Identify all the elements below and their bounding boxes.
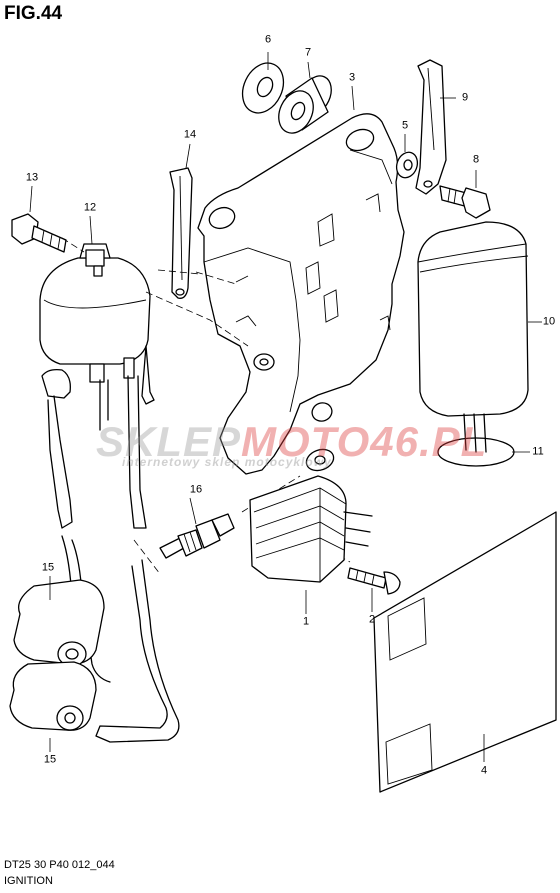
part-9-clamp bbox=[415, 59, 447, 195]
part-5-washer bbox=[395, 151, 419, 179]
part-2-screw bbox=[347, 567, 401, 595]
figure-code: DT25 30 P40 012_044 bbox=[4, 859, 115, 871]
callout-1: 1 bbox=[302, 615, 310, 628]
part-6-washer bbox=[241, 62, 285, 114]
callout-15-upper: 15 bbox=[41, 561, 55, 574]
figure-title: FIG.44 bbox=[4, 3, 63, 24]
part-13-bolt bbox=[11, 213, 67, 253]
callout-10: 10 bbox=[542, 315, 556, 328]
callout-15-lower: 15 bbox=[43, 753, 57, 766]
callout-13: 13 bbox=[25, 171, 39, 184]
part-3-bracket bbox=[197, 113, 405, 475]
part-4-sheet bbox=[373, 511, 557, 793]
callout-6: 6 bbox=[264, 33, 272, 46]
figure-name: IGNITION bbox=[4, 875, 53, 887]
watermark-tagline: internetowy sklep motocyklowy bbox=[122, 455, 332, 469]
callout-2: 2 bbox=[368, 613, 376, 626]
callout-16: 16 bbox=[189, 483, 203, 496]
callout-14: 14 bbox=[183, 128, 197, 141]
part-16-spark-plug bbox=[159, 513, 235, 559]
part-7-grommet bbox=[278, 75, 332, 134]
watermark-part2: MOTO46.PL bbox=[241, 418, 488, 465]
callout-5: 5 bbox=[401, 119, 409, 132]
callout-4: 4 bbox=[480, 764, 488, 777]
part-15-caps bbox=[9, 535, 180, 743]
callout-7: 7 bbox=[304, 46, 312, 59]
watermark-part1: SKLEP bbox=[96, 418, 242, 465]
watermark-logo: SKLEPMOTO46.PL bbox=[96, 418, 487, 466]
part-1-cdi-unit bbox=[249, 475, 373, 583]
callout-9: 9 bbox=[461, 91, 469, 104]
leader-lines bbox=[29, 52, 542, 762]
part-8-bolt bbox=[439, 185, 491, 219]
part-10-box bbox=[417, 221, 529, 453]
callout-12: 12 bbox=[83, 201, 97, 214]
callout-3: 3 bbox=[348, 71, 356, 84]
part-14-clamp bbox=[169, 167, 193, 299]
part-12-ignition-coil bbox=[39, 243, 155, 529]
callout-8: 8 bbox=[472, 153, 480, 166]
callout-11: 11 bbox=[532, 445, 544, 458]
